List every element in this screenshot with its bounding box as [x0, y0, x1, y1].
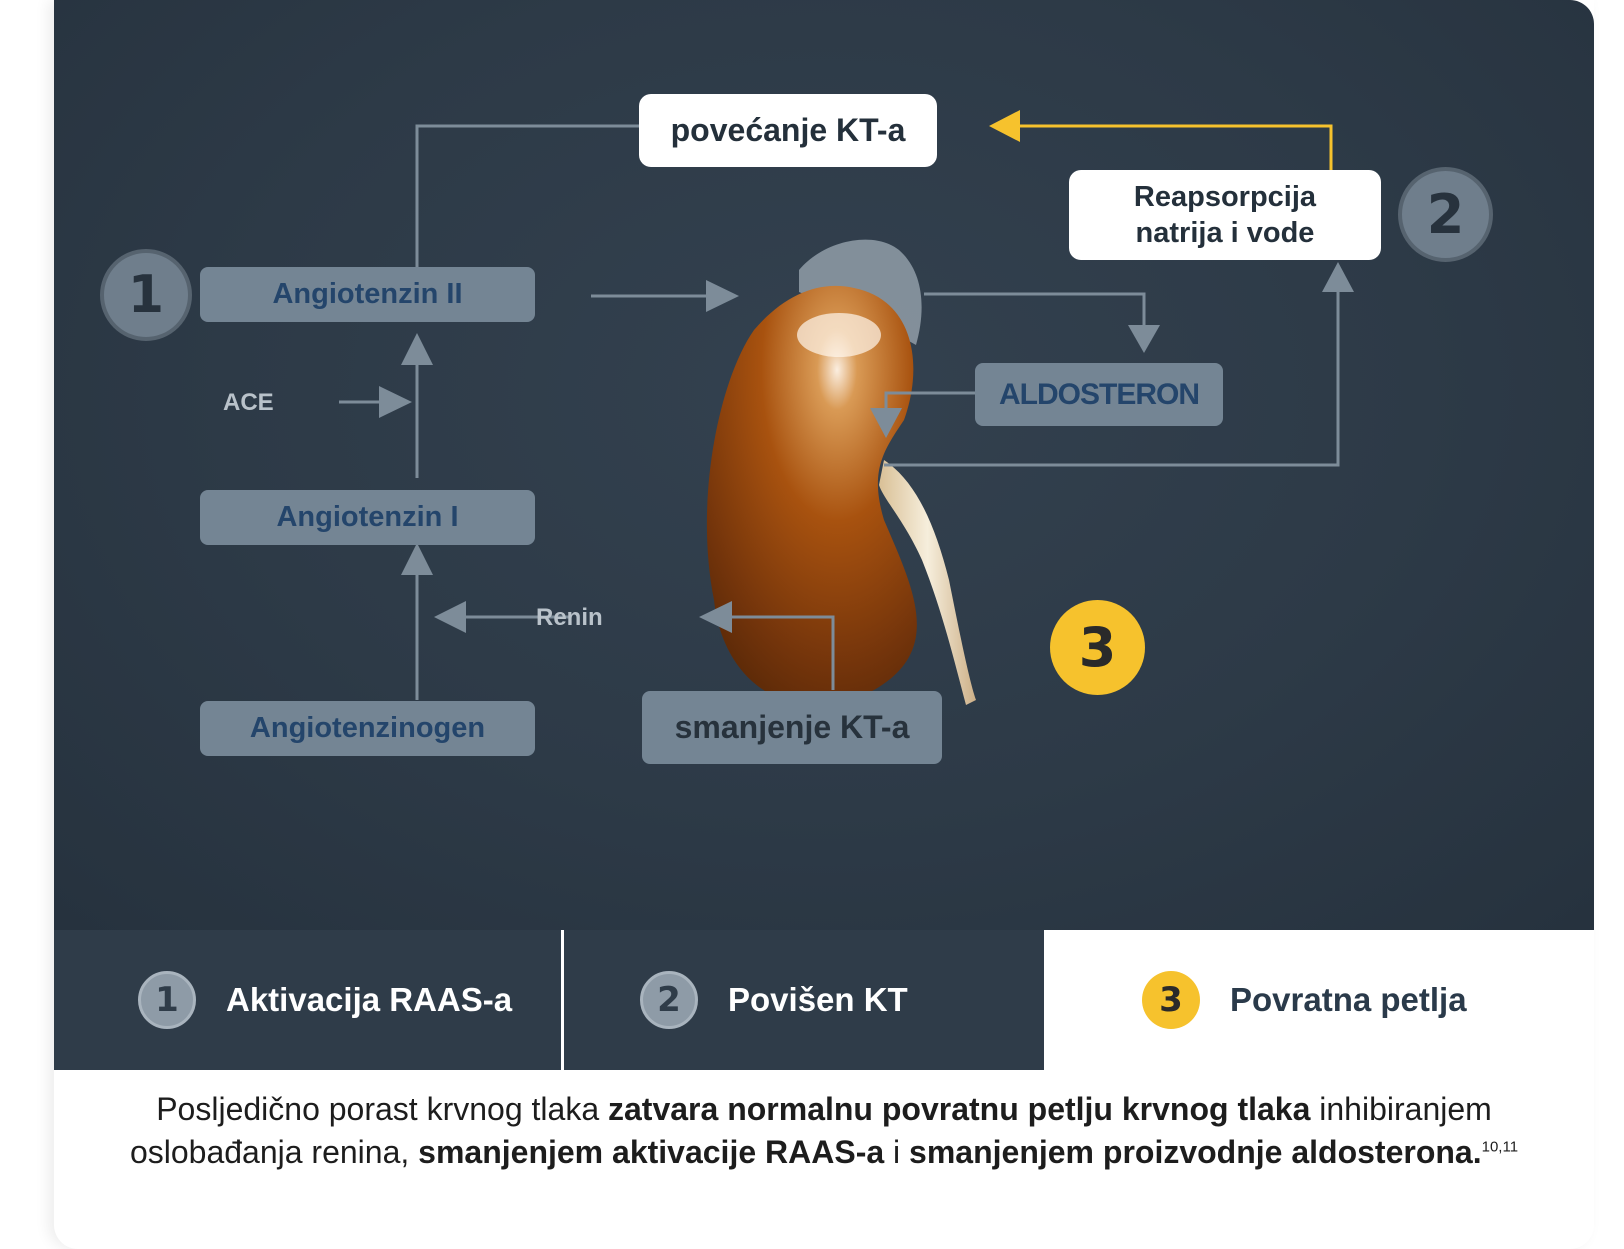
- content-card: povećanje KT-a Reapsorpcija natrija i vo…: [54, 0, 1594, 1249]
- caption-reference: 10,11: [1481, 1138, 1519, 1156]
- ureter: [879, 460, 976, 705]
- node-angiotenzin-i: Angiotenzin I: [200, 490, 535, 545]
- node-reapsorpcija: Reapsorpcija natrija i vode: [1069, 170, 1381, 260]
- tab-aktivacija-raas[interactable]: 1 Aktivacija RAAS-a: [54, 930, 561, 1070]
- caption-bold-1: zatvara normalnu povratnu petlju krvnog …: [608, 1091, 1311, 1127]
- caption-period: .: [1472, 1134, 1482, 1170]
- caption-bold-2: smanjenjem aktivacije RAAS-a: [418, 1134, 885, 1170]
- tab-label-2: Povišen KT: [728, 981, 908, 1018]
- caption-part-2: inhibiranjem oslobađanja renina,: [129, 1091, 1492, 1170]
- step-tabs: 1 Aktivacija RAAS-a 2 Povišen KT 3 Povra…: [54, 930, 1594, 1070]
- node-angiotenzinogen: Angiotenzinogen: [200, 701, 535, 756]
- caption-part-3: i: [884, 1134, 910, 1170]
- marker-2: 2: [1398, 167, 1493, 262]
- tab-number-1: 1: [138, 971, 196, 1029]
- kidney: [706, 285, 917, 706]
- raas-diagram: povećanje KT-a Reapsorpcija natrija i vo…: [54, 0, 1594, 930]
- caption-part-1: Posljedično porast krvnog tlaka: [156, 1091, 608, 1127]
- tab-povratna-petlja[interactable]: 3 Povratna petlja: [1044, 930, 1594, 1070]
- tab-divider: [561, 930, 564, 1070]
- marker-3: 3: [1050, 600, 1145, 695]
- tab-label-1: Aktivacija RAAS-a: [226, 981, 513, 1018]
- label-ace: ACE: [223, 389, 274, 416]
- caption-text: Posljedično porast krvnog tlaka zatvara …: [94, 1088, 1554, 1174]
- caption-bold-3: smanjenjem proizvodnje aldosterona: [909, 1134, 1473, 1170]
- node-reapsorpcija-label: Reapsorpcija natrija i vode: [1133, 181, 1317, 249]
- tab-number-3: 3: [1142, 971, 1200, 1029]
- node-aldosteron: ALDOSTERON: [975, 363, 1223, 426]
- tab-label-3: Povratna petlja: [1230, 981, 1467, 1018]
- tab-povisen-kt[interactable]: 2 Povišen KT: [564, 930, 1044, 1070]
- node-smanjenje-kt: smanjenje KT-a: [642, 691, 942, 764]
- marker-1: 1: [100, 249, 192, 341]
- node-angiotenzin-ii: Angiotenzin II: [200, 267, 535, 322]
- node-povecanje-kt: povećanje KT-a: [639, 94, 937, 167]
- connector-arrows: [339, 110, 1354, 706]
- label-renin: Renin: [536, 604, 603, 631]
- tab-number-2: 2: [640, 971, 698, 1029]
